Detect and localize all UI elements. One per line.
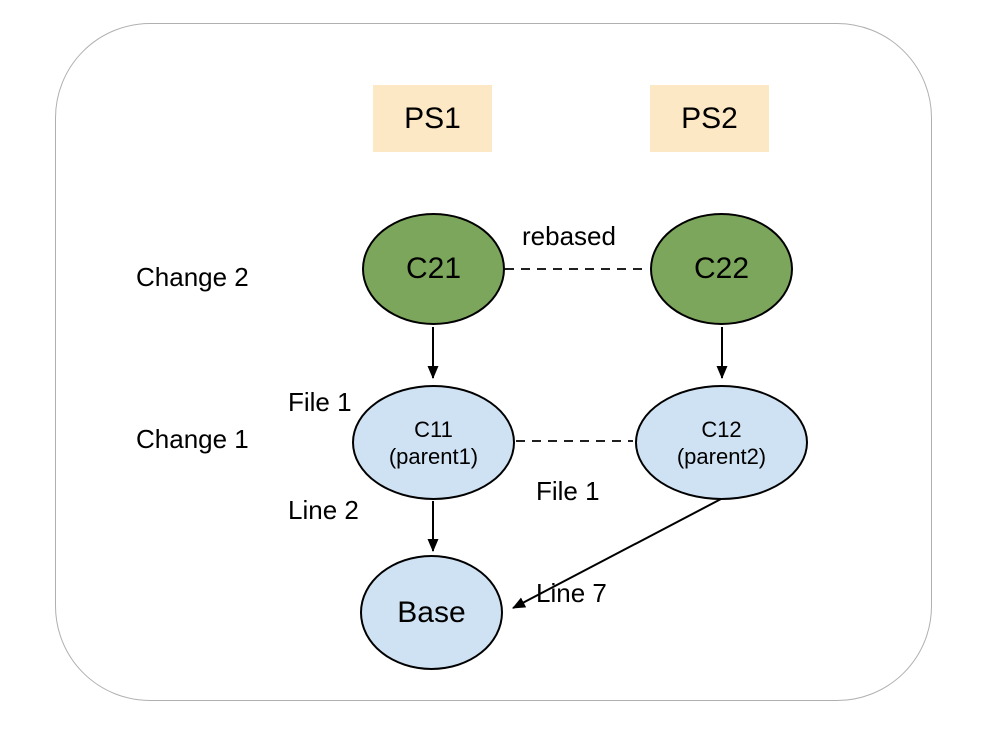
- edge-label-file1-line7-l1: File 1: [536, 476, 600, 506]
- node-c21: C21: [362, 213, 505, 325]
- patchset-ps2-text: PS2: [681, 101, 738, 135]
- node-c11: C11 (parent1): [352, 385, 515, 500]
- node-base-label: Base: [397, 595, 466, 629]
- patchset-label-ps1: PS1: [373, 85, 492, 152]
- outer-rounded-frame: [55, 23, 932, 701]
- patchset-label-ps2: PS2: [650, 85, 769, 152]
- edge-label-file1-line7: File 1 Line 7: [536, 406, 607, 678]
- edge-label-file1-line2-l2: Line 2: [288, 495, 359, 525]
- row-label-change-2: Change 2: [136, 262, 249, 292]
- node-c11-label: C11: [414, 416, 453, 442]
- patchset-ps1-text: PS1: [404, 101, 461, 135]
- node-c12-label: C12: [701, 416, 742, 442]
- edge-label-file1-line2-l1: File 1: [288, 387, 352, 417]
- node-base: Base: [360, 555, 503, 670]
- node-c22-label: C22: [693, 252, 750, 285]
- edge-label-rebased: rebased: [522, 221, 616, 251]
- edge-label-file1-line7-l2: Line 7: [536, 578, 607, 608]
- node-c11-sublabel: (parent1): [388, 443, 479, 469]
- row-label-change-1: Change 1: [136, 424, 249, 454]
- node-c22: C22: [650, 213, 793, 325]
- node-c21-label: C21: [405, 252, 462, 285]
- node-c12-sublabel: (parent2): [676, 443, 767, 469]
- node-c12: C12 (parent2): [635, 385, 808, 500]
- edge-label-file1-line2: File 1 Line 2: [288, 312, 359, 600]
